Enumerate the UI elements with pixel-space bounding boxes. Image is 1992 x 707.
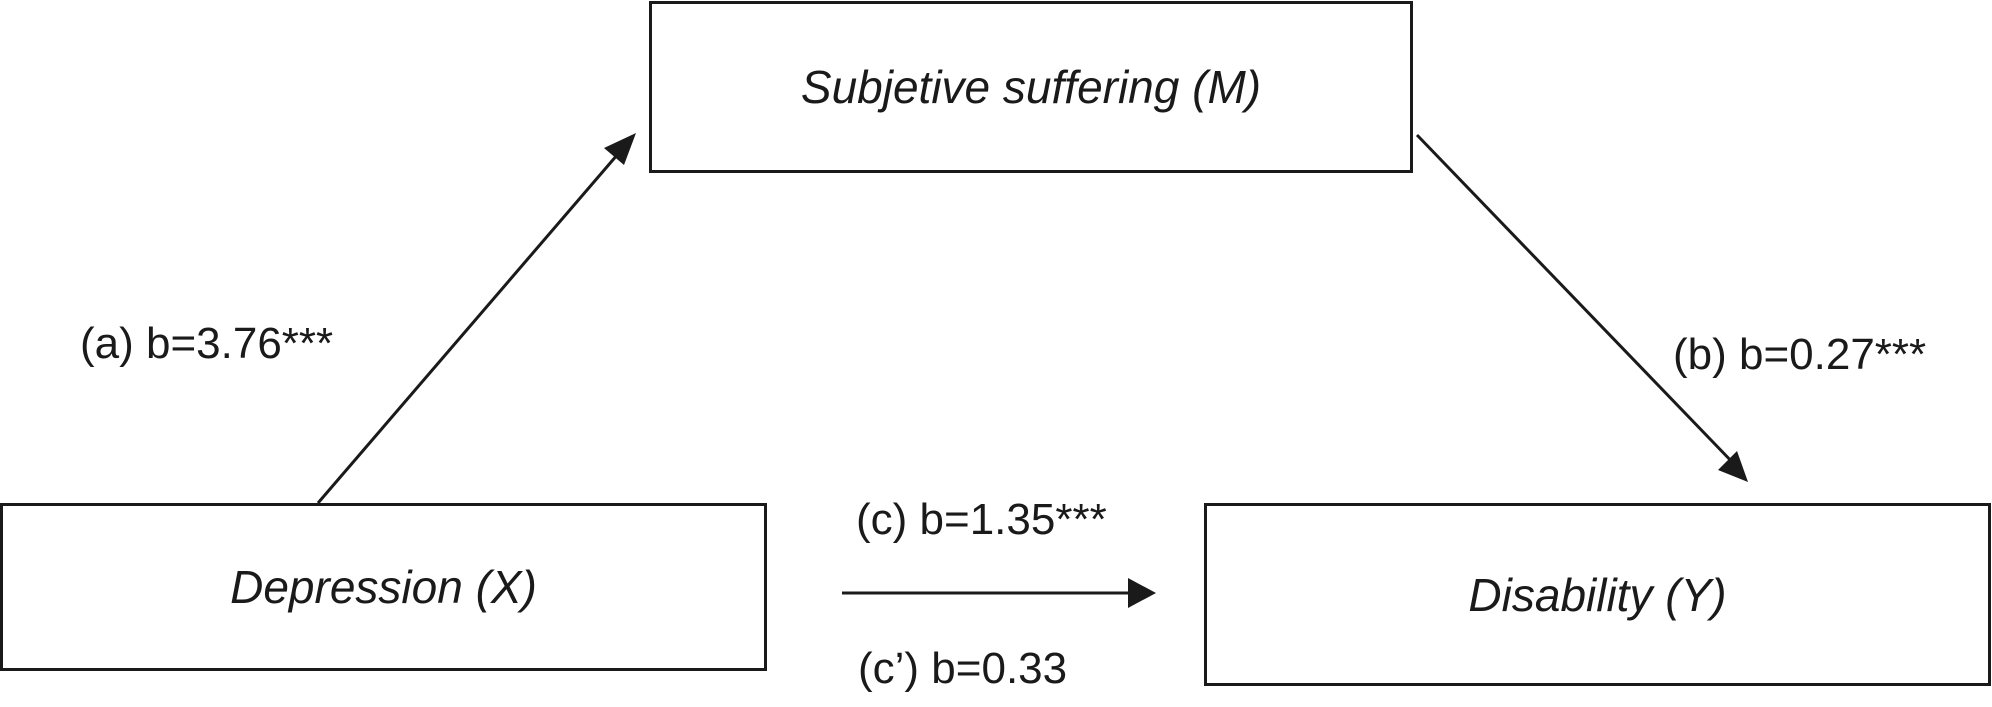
independent-box: Depression (X) bbox=[0, 503, 767, 671]
dependent-box: Disability (Y) bbox=[1204, 503, 1991, 686]
arrow-x-to-m bbox=[316, 139, 632, 504]
mediator-label: Subjetive suffering (M) bbox=[800, 61, 1262, 113]
dependent-label: Disability (Y) bbox=[1468, 568, 1727, 621]
arrow-m-to-y bbox=[1415, 133, 1739, 469]
path-a-label: (a) b=3.76*** bbox=[80, 319, 334, 368]
path-c-prime-label: (c’) b=0.33 bbox=[858, 644, 1068, 693]
path-b-label: (b) b=0.27*** bbox=[1673, 330, 1927, 379]
arrowhead-m-to-y bbox=[1718, 451, 1748, 482]
independent-label: Depression (X) bbox=[230, 561, 537, 613]
mediator-box: Subjetive suffering (M) bbox=[649, 1, 1413, 173]
path-c-label: (c) b=1.35*** bbox=[856, 495, 1107, 544]
arrowhead-x-to-y bbox=[1128, 578, 1156, 608]
arrowhead-x-to-m bbox=[604, 133, 636, 165]
